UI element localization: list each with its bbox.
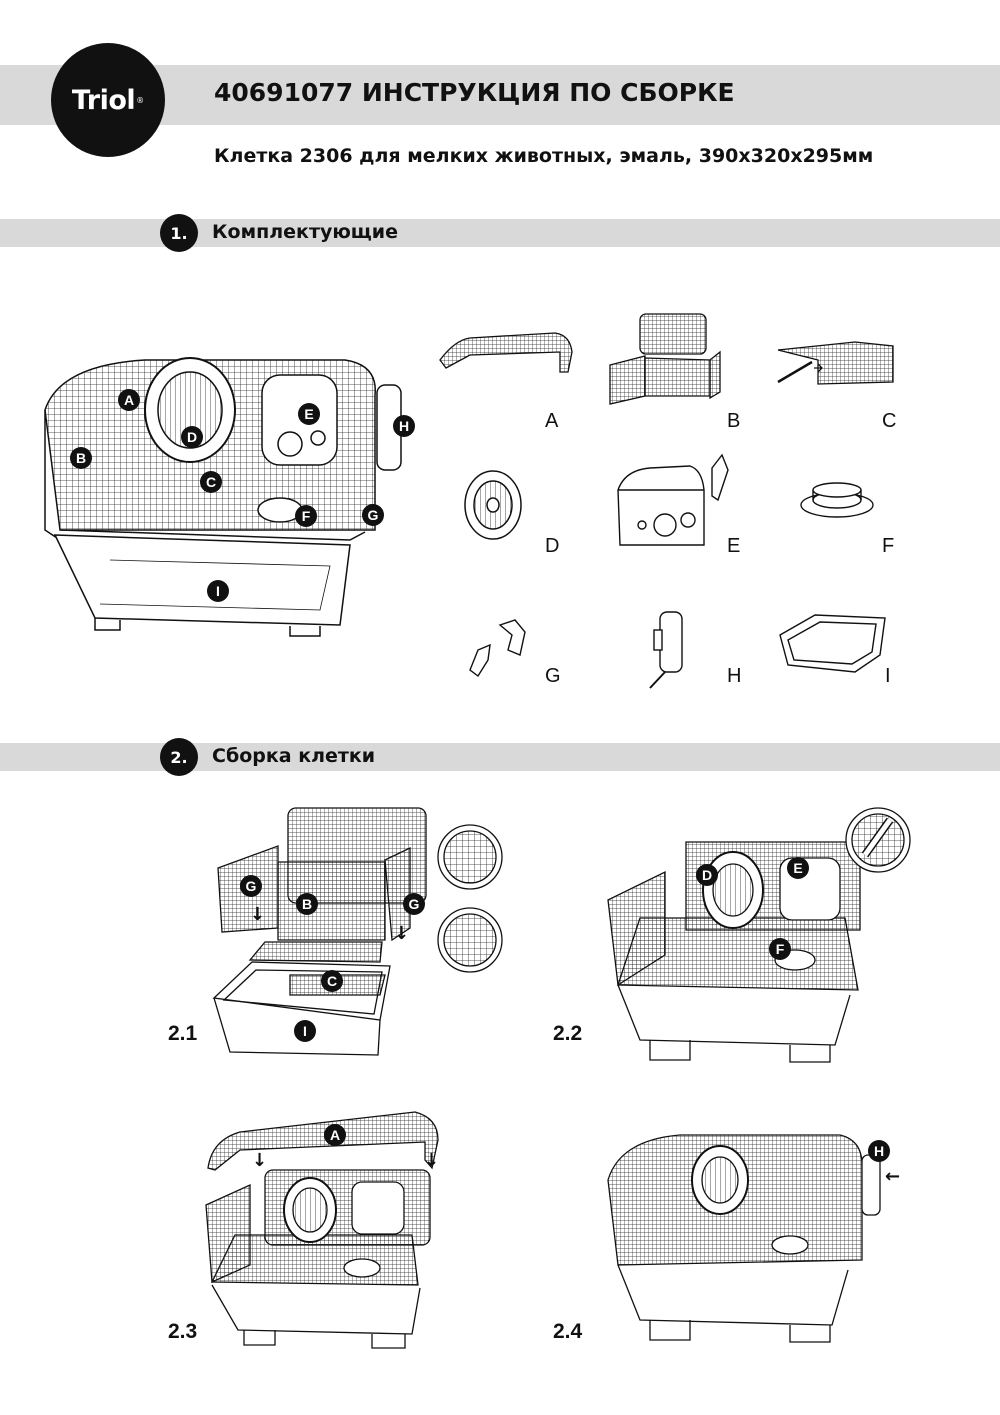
section-2-number: 2. (160, 738, 198, 776)
document-title: 40691077 ИНСТРУКЦИЯ ПО СБОРКЕ (214, 78, 735, 107)
part-label-g: G (545, 665, 561, 687)
brand-logo: Triol® (51, 43, 165, 157)
part-c-drawing (777, 341, 894, 385)
part-g-drawing (469, 619, 526, 678)
part-label-a: A (545, 410, 559, 432)
part-label-b: B (727, 410, 741, 432)
step-2-3-label: 2.3 (168, 1320, 198, 1343)
step-2-1-callout-c: C (321, 970, 343, 992)
down-arrow-icon: ↓ (252, 1150, 268, 1171)
down-arrow-icon: ↓ (250, 904, 266, 925)
step-2-3-drawing (205, 1111, 439, 1349)
down-arrow-icon: ↓ (424, 1150, 440, 1171)
part-label-h: H (727, 665, 742, 687)
step-2-4-label: 2.4 (553, 1320, 583, 1343)
part-label-i: I (885, 665, 891, 687)
section-1-number: 1. (160, 214, 198, 252)
step-2-1-label: 2.1 (168, 1022, 198, 1045)
step-2-2-label: 2.2 (553, 1022, 583, 1045)
section-2-title: Сборка клетки (212, 745, 376, 767)
document-subtitle: Клетка 2306 для мелких животных, эмаль, … (214, 145, 874, 167)
overview-callout-i: I (207, 580, 229, 602)
down-arrow-icon: ↓ (394, 923, 410, 944)
overview-callout-f: F (295, 505, 317, 527)
registered-mark: ® (136, 95, 145, 105)
section-1-title: Комплектующие (212, 221, 399, 243)
overview-callout-g: G (362, 504, 384, 526)
overview-callout-e: E (298, 403, 320, 425)
left-arrow-icon: ← (885, 1166, 901, 1187)
step-2-4-callout-h: H (868, 1140, 890, 1162)
step-2-1-callout-g-right: G (403, 893, 425, 915)
overview-callout-a: A (118, 389, 140, 411)
part-f-drawing (800, 482, 874, 518)
part-label-c: C (882, 410, 897, 432)
part-d-drawing (464, 470, 522, 540)
part-e-drawing (617, 453, 729, 546)
step-2-2-callout-d: D (696, 864, 718, 886)
part-h-drawing (649, 611, 683, 689)
step-2-2-drawing (607, 807, 911, 1063)
step-2-1-callout-i: I (294, 1020, 316, 1042)
step-2-1-callout-g-left: G (240, 875, 262, 897)
overview-callout-c: C (200, 471, 222, 493)
step-2-1-drawing (212, 807, 503, 1056)
overview-callout-d: D (181, 426, 203, 448)
part-label-f: F (882, 535, 895, 557)
overview-callout-h: H (393, 415, 415, 437)
part-i-drawing (779, 614, 886, 673)
part-b-drawing (609, 313, 721, 405)
title-band (0, 65, 1000, 125)
step-2-3-callout-a: A (324, 1124, 346, 1146)
overview-callout-b: B (70, 447, 92, 469)
part-label-d: D (545, 535, 560, 557)
brand-name: Triol (71, 84, 136, 116)
step-2-4-drawing (607, 1134, 881, 1343)
part-a-drawing (439, 332, 573, 373)
part-label-e: E (727, 535, 741, 557)
step-2-2-callout-e: E (787, 857, 809, 879)
step-2-2-callout-f: F (769, 938, 791, 960)
step-2-1-callout-b: B (296, 893, 318, 915)
